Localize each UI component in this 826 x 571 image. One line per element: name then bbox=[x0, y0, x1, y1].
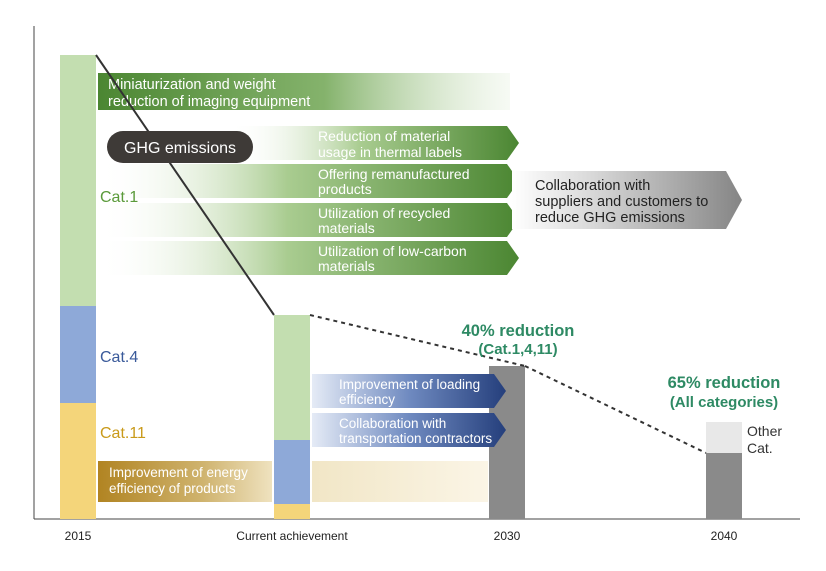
x-label-2040: 2040 bbox=[711, 529, 738, 543]
arrow-loading-efficiency: Improvement of loading efficiency bbox=[312, 374, 506, 408]
arrow-remanufactured: Offering remanufactured products bbox=[98, 164, 519, 198]
arrow-energy-efficiency-continuation bbox=[312, 461, 488, 502]
x-label-2030: 2030 bbox=[494, 529, 521, 543]
label-cat4: Cat.4 bbox=[100, 349, 138, 366]
arrow-miniaturization: Miniaturization and weight reduction of … bbox=[98, 73, 510, 110]
collaboration-line2: suppliers and customers to bbox=[535, 194, 708, 210]
arrow-low-carbon-line1: Utilization of low-carbon bbox=[318, 243, 467, 259]
loading-efficiency-line1: Improvement of loading bbox=[339, 377, 480, 392]
energy-efficiency-line1: Improvement of energy bbox=[109, 465, 248, 480]
bar-current-cat11 bbox=[274, 504, 310, 519]
bar-current-cat4 bbox=[274, 440, 310, 504]
loading-efficiency-line2: efficiency bbox=[339, 392, 395, 407]
energy-efficiency-line2: efficiency of products bbox=[109, 481, 236, 496]
arrow-recycled-line2: materials bbox=[318, 220, 375, 236]
other-cat-line1: Other bbox=[747, 423, 782, 439]
arrow-low-carbon: Utilization of low-carbon materials bbox=[98, 241, 519, 275]
collaboration-line1: Collaboration with bbox=[535, 178, 650, 194]
label-cat1: Cat.1 bbox=[100, 189, 138, 206]
x-label-2015: 2015 bbox=[65, 529, 92, 543]
bar-2015-cat1 bbox=[60, 55, 96, 306]
arrow-collaboration: Collaboration with suppliers and custome… bbox=[512, 171, 742, 229]
other-cat-line2: Cat. bbox=[747, 440, 773, 456]
bar-2015-cat11 bbox=[60, 403, 96, 519]
bar-2040-other bbox=[706, 422, 742, 453]
ghg-target-line-2030 bbox=[309, 314, 526, 367]
arrow-thermal-labels-line2: usage in thermal labels bbox=[318, 144, 462, 160]
label-cat11: Cat.11 bbox=[100, 425, 146, 442]
bar-2040-target bbox=[706, 453, 742, 519]
target-2040-sub: (All categories) bbox=[670, 394, 778, 411]
arrow-low-carbon-line2: materials bbox=[318, 258, 375, 274]
target-2030-main: 40% reduction bbox=[462, 322, 575, 340]
transportation-line1: Collaboration with bbox=[339, 416, 446, 431]
arrow-thermal-labels: Reduction of material usage in thermal l… bbox=[230, 126, 519, 160]
ghg-trend-line bbox=[95, 54, 275, 316]
arrow-recycled-materials: Utilization of recycled materials bbox=[98, 203, 519, 237]
arrow-transportation-contractors: Collaboration with transportation contra… bbox=[312, 413, 506, 447]
target-2040-main: 65% reduction bbox=[668, 374, 781, 392]
arrow-miniaturization-line1: Miniaturization and weight bbox=[108, 77, 276, 93]
arrow-energy-efficiency: Improvement of energy efficiency of prod… bbox=[98, 461, 272, 502]
ghg-target-line-2040 bbox=[524, 365, 707, 454]
ghg-emissions-text: GHG emissions bbox=[124, 140, 236, 157]
x-label-current: Current achievement bbox=[236, 529, 348, 543]
arrow-remanufactured-line1: Offering remanufactured bbox=[318, 166, 470, 182]
arrow-remanufactured-line2: products bbox=[318, 181, 372, 197]
ghg-emissions-label: GHG emissions bbox=[107, 131, 253, 163]
bar-2015-cat4 bbox=[60, 306, 96, 403]
arrow-thermal-labels-line1: Reduction of material bbox=[318, 128, 450, 144]
arrow-recycled-line1: Utilization of recycled bbox=[318, 205, 450, 221]
target-2030-sub: (Cat.1,4,11) bbox=[478, 341, 557, 358]
collaboration-line3: reduce GHG emissions bbox=[535, 210, 685, 226]
transportation-line2: transportation contractors bbox=[339, 431, 492, 446]
arrow-miniaturization-line2: reduction of imaging equipment bbox=[108, 94, 310, 110]
bar-current-cat1 bbox=[274, 315, 310, 440]
